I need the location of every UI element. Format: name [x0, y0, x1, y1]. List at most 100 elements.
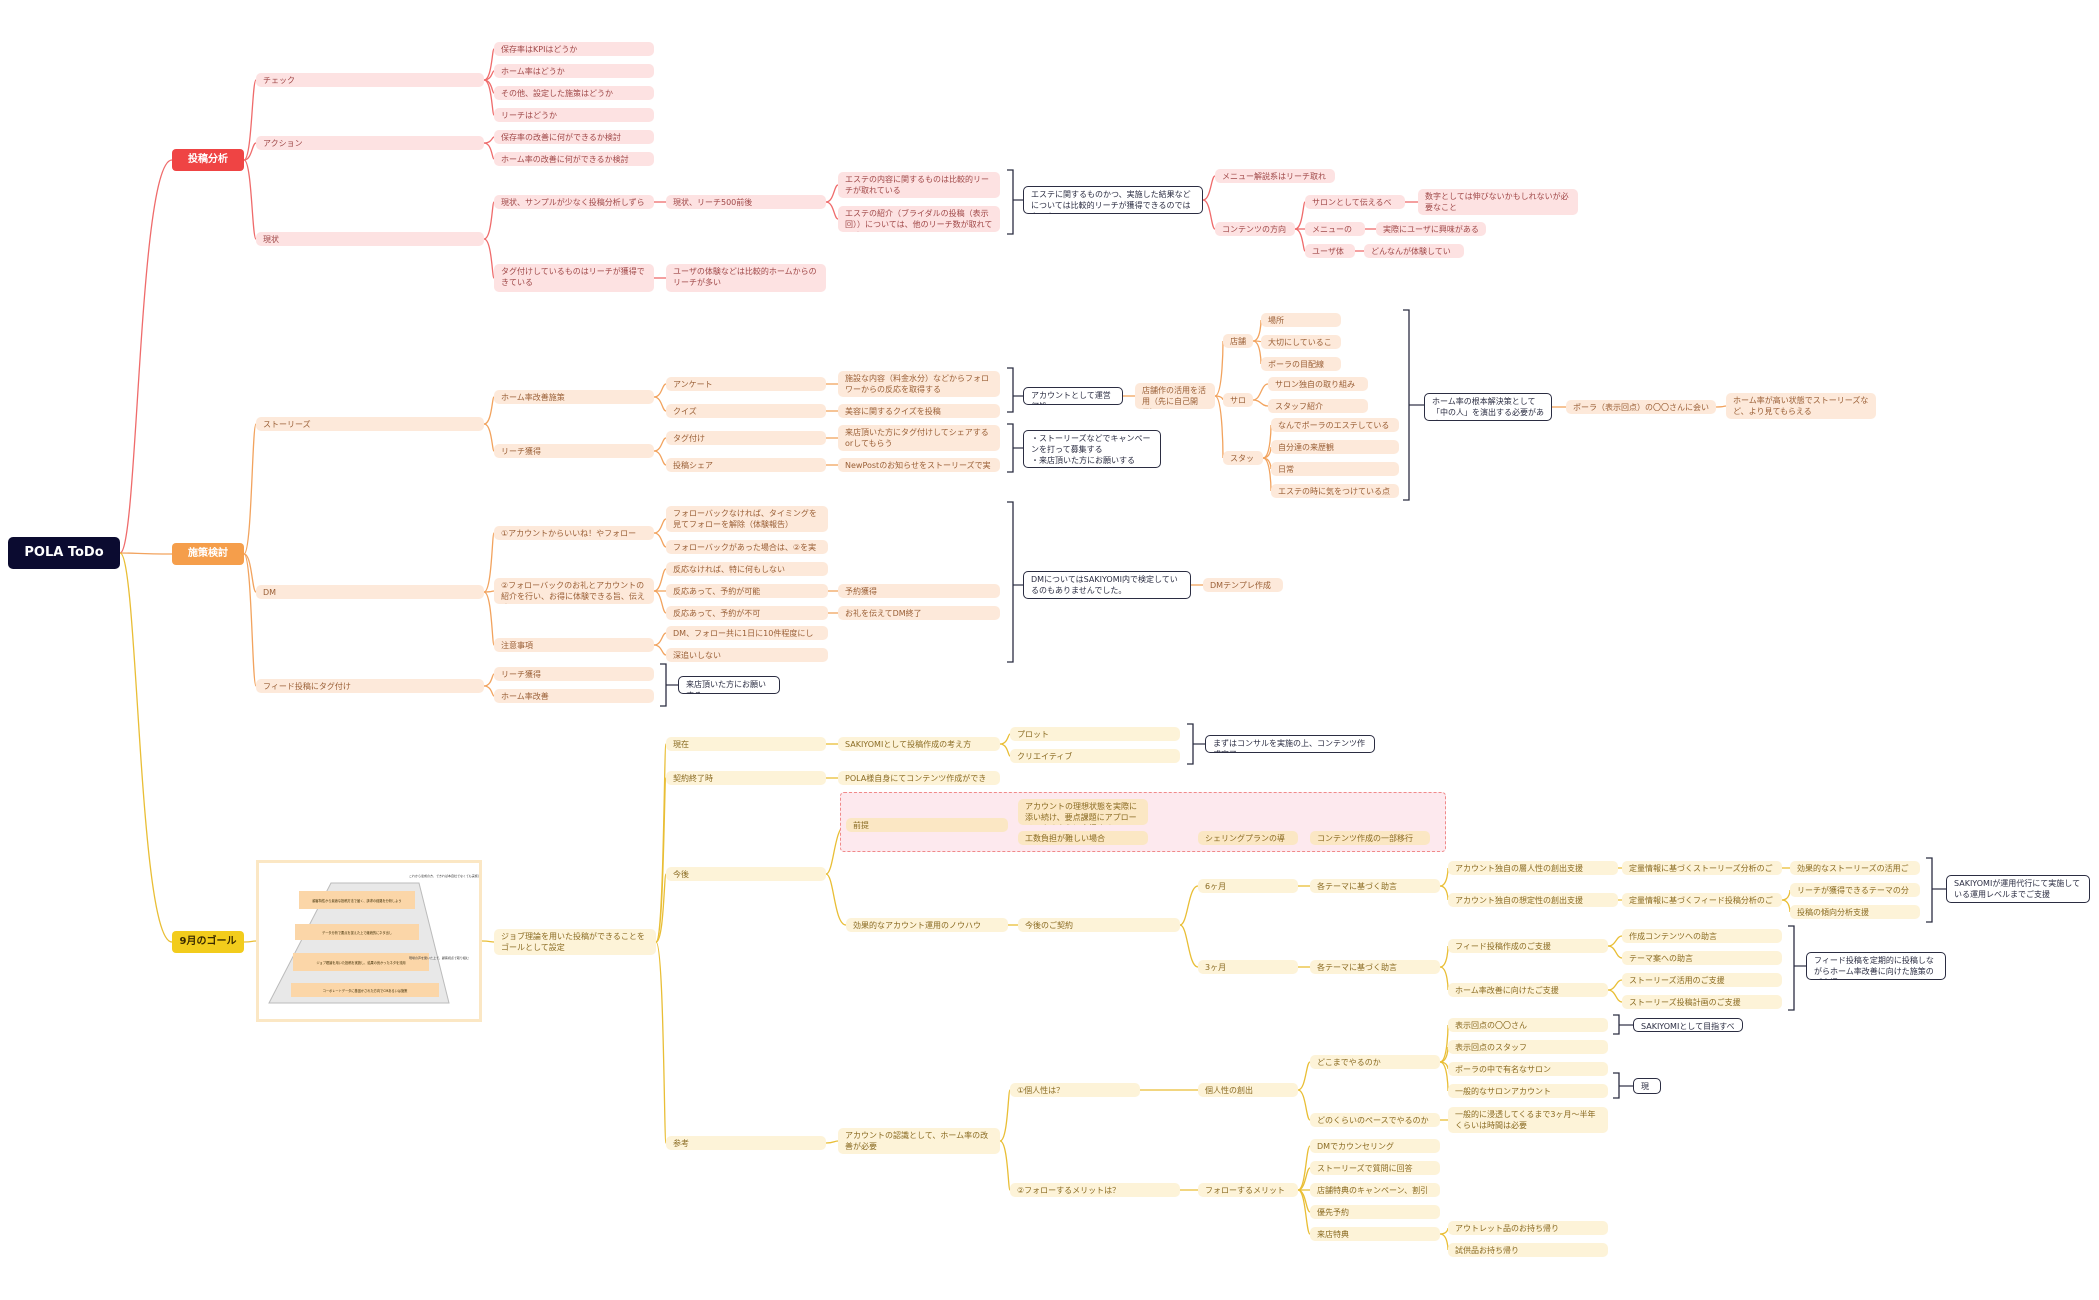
feed-reach[interactable]: リーチ獲得	[494, 667, 654, 681]
store-item[interactable]: ポーラの目配線	[1261, 357, 1341, 371]
content-cut[interactable]: コンテンツ作成の一部移行	[1310, 831, 1430, 845]
branch-analysis[interactable]: 投稿分析	[172, 149, 244, 171]
dm-reply-ng-note[interactable]: お礼を伝えてDM終了	[838, 606, 1000, 620]
content-parent[interactable]: コンテンツの方向性	[1215, 222, 1295, 236]
contract[interactable]: 今後のご契約	[1018, 918, 1180, 932]
dm[interactable]: DM	[256, 585, 484, 599]
staff-item[interactable]: 日常	[1271, 462, 1399, 476]
current-tag[interactable]: タグ付けしているものはリーチが獲得できている	[494, 264, 654, 292]
salon-intro[interactable]: サロンとして伝えるべきこと	[1305, 195, 1405, 209]
ref-q2[interactable]: ②フォローするメリットは？	[1010, 1183, 1180, 1197]
recommend-node[interactable]: 店舗作の活用を活用（先に自己開示）	[1135, 383, 1215, 409]
merit-item[interactable]: 来店特典	[1310, 1227, 1440, 1241]
result-1[interactable]: 効果的なストーリーズの活用ご支援	[1790, 861, 1920, 875]
theme-6[interactable]: 各テーマに基づく助言	[1310, 879, 1440, 893]
salon-intro-note[interactable]: 数字としては伸びないかもしれないが必要なこと	[1418, 189, 1578, 215]
dm-caution[interactable]: 注意事項	[494, 638, 654, 652]
dm-reply-ok[interactable]: 反応あって、予約が可能	[666, 584, 828, 598]
salon-node[interactable]: サロン	[1223, 393, 1253, 407]
feed-box[interactable]: 来店頂いた方にお願いする	[678, 676, 780, 694]
stories-box[interactable]: ・ストーリーズなどでキャンペーンを打って募集する ・来店頂いた方にお願いする	[1023, 430, 1161, 468]
acc-2[interactable]: アカウント独自の想定性の創出支援	[1448, 893, 1618, 907]
now-consult[interactable]: SAKIYOMIとして投稿作成の考え方	[838, 737, 1000, 751]
check-item[interactable]: リーチはどうか	[494, 108, 654, 122]
premise-node[interactable]: 前提	[846, 818, 1008, 832]
gift-item[interactable]: 試供品お持ち帰り	[1448, 1243, 1608, 1257]
root-node[interactable]: POLA ToDo	[8, 537, 120, 569]
analysis-current[interactable]: 現状	[256, 232, 484, 246]
dm-caution-2[interactable]: 深追いしない	[666, 648, 828, 662]
three-months[interactable]: 3ヶ月	[1198, 960, 1298, 974]
sakiyomi-target[interactable]: SAKIYOMIとして目指すべき	[1633, 1018, 1743, 1032]
analysis-check[interactable]: チェック	[256, 73, 484, 87]
ref-pace-note[interactable]: 一般的に浸透してくるまで3ヶ月〜半年くらいは時間は必要	[1448, 1107, 1608, 1133]
stories[interactable]: ストーリーズ	[256, 417, 484, 431]
future-node[interactable]: 今後	[666, 867, 826, 881]
result-3[interactable]: 投稿の傾向分析支援	[1790, 905, 1920, 919]
acc-1[interactable]: アカウント独自の層人性の創出支援	[1448, 861, 1618, 875]
shaling[interactable]: シェリングプランの導入	[1198, 831, 1298, 845]
feed-advice-1[interactable]: 作成コンテンツへの助言	[1622, 929, 1782, 943]
feed-advice-2[interactable]: テーマ案への助言	[1622, 951, 1782, 965]
staff-item[interactable]: エステの時に気をつけている点	[1271, 484, 1399, 498]
result-2[interactable]: リーチが獲得できるテーマの分析支援	[1790, 883, 1920, 897]
account-box[interactable]: アカウントとして運営何処	[1023, 387, 1123, 405]
now-box[interactable]: まずはコンサルを実施の上、コンテンツ作成完了	[1205, 735, 1375, 753]
ref-q2-answer[interactable]: フォローするメリットの創出	[1198, 1183, 1298, 1197]
premise-2[interactable]: 工数負担が難しい場合	[1018, 831, 1148, 845]
ref-pace[interactable]: どのくらいのペースでやるのか	[1310, 1113, 1440, 1127]
dm-reply-ok-note[interactable]: 予約獲得	[838, 584, 1000, 598]
now-creative[interactable]: クリエイティブ	[1010, 749, 1180, 763]
merit-item[interactable]: DMでカウンセリング	[1310, 1139, 1440, 1153]
stories-share[interactable]: 投稿シェア	[666, 458, 826, 472]
feed-tag[interactable]: フィード投稿にタグ付け	[256, 679, 484, 693]
feed-advice-3[interactable]: ストーリーズ活用のご支援	[1622, 973, 1782, 987]
merit-item[interactable]: ストーリーズで質問に回答	[1310, 1161, 1440, 1175]
menu-intro[interactable]: メニューの紹介	[1305, 222, 1365, 236]
check-item[interactable]: ホーム率はどうか	[494, 64, 654, 78]
store-item[interactable]: 大切にしていること	[1261, 335, 1341, 349]
stories-quiz-note[interactable]: 美容に関するクイズを投稿	[838, 404, 1000, 418]
stories-tag[interactable]: タグ付け	[666, 431, 826, 445]
stories-share-note[interactable]: NewPostのお知らせをストーリーズで実施	[838, 458, 1000, 472]
knowhow[interactable]: 効果的なアカウント運用のノウハウ	[846, 918, 1008, 932]
dm-followback-2[interactable]: フォローバックがあった場合は、②を実施	[666, 540, 828, 554]
action-item[interactable]: ホーム率の改善に何ができるか検討	[494, 152, 654, 166]
ref-note[interactable]: アカウントの認識として、ホーム率の改善が必要	[838, 1128, 1000, 1154]
inf-1[interactable]: 定量情報に基づくストーリーズ分析のご支援	[1622, 861, 1782, 875]
store-item[interactable]: 場所	[1261, 313, 1341, 327]
menu-parent[interactable]: メニュー解説系はリーチ取れそう	[1215, 169, 1335, 183]
merit-item[interactable]: 優先予約	[1310, 1205, 1440, 1219]
esthe-note-1[interactable]: エステの内容に関するものは比較的リーチが取れている	[838, 172, 1000, 198]
pola-staff[interactable]: ポーラ（表示回点）の〇〇さんに会いたい	[1566, 400, 1716, 414]
feed-create[interactable]: フィード投稿作成のご支援	[1448, 939, 1608, 953]
branch-goal[interactable]: 9月のゴール	[172, 931, 244, 953]
current-sample[interactable]: 現状、サンプルが少なく投稿分析しずらい	[494, 195, 654, 209]
sakiyomi-box[interactable]: SAKIYOMIが運用代行にて実施している運用レベルまでご支援	[1946, 875, 2090, 903]
now-node[interactable]: 現在	[666, 737, 826, 751]
feed-support-box[interactable]: フィード投稿を定期的に投稿しながらホーム率改善に向けた施策のご支援	[1806, 952, 1946, 980]
current-reach[interactable]: 現状、リーチ500前後	[666, 195, 826, 209]
esthe-note-2[interactable]: エステの紹介（ブライダルの投稿（表示回））については、他のリーチ数が取れている	[838, 206, 1000, 232]
feed-advice-4[interactable]: ストーリーズ投稿計画のご支援	[1622, 995, 1782, 1009]
dm-template[interactable]: DMテンプレ作成中	[1203, 578, 1283, 592]
staff-item[interactable]: 自分達の来歴観	[1271, 440, 1399, 454]
six-months[interactable]: 6ヶ月	[1198, 879, 1298, 893]
contract-end-note[interactable]: POLA様自身にてコンテンツ作成ができる	[838, 771, 1000, 785]
ref-q1[interactable]: ①個人性は？	[1010, 1083, 1140, 1097]
current-summary-box[interactable]: エステに関するものかつ、実施した結果などについては比較的リーチが獲得できるのでは…	[1023, 186, 1203, 214]
home-improve[interactable]: ホーム率改善に向けたご支援	[1448, 983, 1608, 997]
dm-followback-1[interactable]: フォローバックなければ、タイミングを見てフォローを解除（体験報告）	[666, 506, 828, 532]
stories-survey-note[interactable]: 施設な内容（料金水分）などからフォロワーからの反応を取得する	[838, 371, 1000, 397]
home-solution-box[interactable]: ホーム率の根本解決策として「中の人」を演出する必要がある。	[1424, 393, 1552, 421]
action-item[interactable]: 保存率の改善に何ができるか検討	[494, 130, 654, 144]
ref-node[interactable]: 参考	[666, 1136, 826, 1150]
branch-plan[interactable]: 施策検討	[172, 543, 244, 565]
dm-reply-ng[interactable]: 反応あって、予約が不可	[666, 606, 828, 620]
ref-where[interactable]: どこまでやるのか	[1310, 1055, 1440, 1069]
dm-follow[interactable]: ②フォローバックのお礼とアカウントの紹介を行い、お得に体験できる旨、伝える	[494, 578, 654, 604]
theme-3[interactable]: 各テーマに基づく助言	[1310, 960, 1440, 974]
analysis-action[interactable]: アクション	[256, 136, 484, 150]
staff-item[interactable]: なんでポーラのエステしているの？	[1271, 418, 1399, 432]
merit-item[interactable]: 店舗特典のキャンペーン、割引など	[1310, 1183, 1440, 1197]
